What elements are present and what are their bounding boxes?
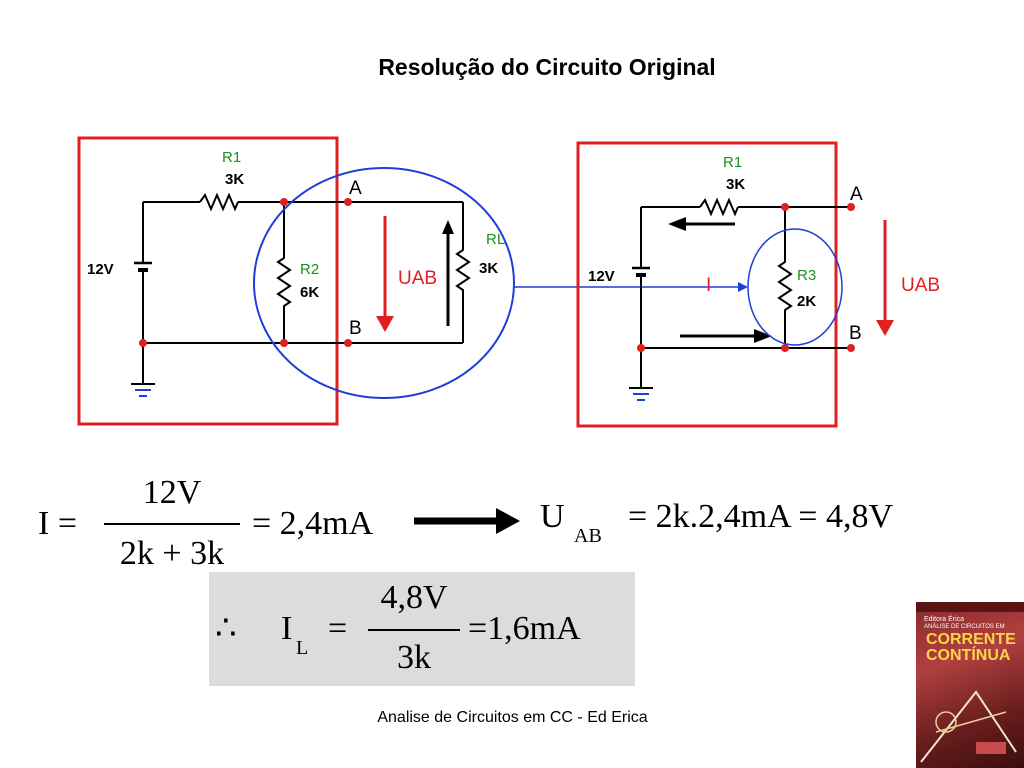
- eq1-lhs: I =: [38, 505, 77, 542]
- left-rl-value: 3K: [479, 260, 498, 277]
- right-current-label: I: [706, 275, 711, 296]
- circuit-diagram: R1 3K R2 6K RL 3K 12V A B UAB R1 3K R3 2…: [77, 136, 940, 428]
- right-r1-resistor: [699, 197, 739, 217]
- right-r1-name: R1: [723, 154, 742, 171]
- eq3-i: I: [281, 610, 293, 647]
- right-r3-resistor: [777, 207, 793, 348]
- left-r2-name: R2: [300, 261, 319, 278]
- left-r1-resistor: [199, 192, 239, 212]
- right-wires: [629, 197, 851, 401]
- left-nodes: [139, 198, 352, 347]
- right-uab-label: UAB: [901, 275, 940, 296]
- eq2-u: U: [540, 498, 565, 535]
- eq3-therefore: ∴: [215, 610, 237, 647]
- left-uab-label: UAB: [398, 268, 437, 289]
- eq1-denominator: 2k + 3k: [119, 535, 225, 572]
- left-blue-circle: [253, 167, 515, 399]
- eq1-rhs: = 2,4mA: [252, 505, 374, 542]
- eq3-fraction-line: [368, 629, 460, 631]
- eq1-numerator: 12V: [142, 474, 202, 511]
- left-r2-resistor: [276, 202, 292, 343]
- left-node-a: A: [349, 178, 362, 199]
- eq3-equals: =: [328, 610, 348, 647]
- implies-arrow: [414, 508, 520, 534]
- left-r2-value: 6K: [300, 284, 319, 301]
- right-r1-value: 3K: [726, 176, 745, 193]
- page-title: Resolução do Circuito Original: [378, 54, 716, 80]
- left-node-b: B: [349, 318, 362, 339]
- book-title: ANÁLISE DE CIRCUITOS EM: [924, 624, 1005, 630]
- book-subtitle: CORRENTE CONTÍNUA: [926, 631, 1016, 664]
- right-frame: [576, 141, 838, 428]
- left-r1-name: R1: [222, 149, 241, 166]
- book-cover-image: Editora Érica ANÁLISE DE CIRCUITOS EM CO…: [916, 602, 1024, 768]
- left-r1-value: 3K: [225, 171, 244, 188]
- right-source-label: 12V: [588, 268, 615, 285]
- eq3-numerator: 4,8V: [380, 579, 448, 616]
- right-node-a: A: [850, 184, 863, 205]
- eq3-rhs: =1,6mA: [468, 610, 581, 647]
- eq3-denominator: 3k: [397, 639, 431, 676]
- left-source-label: 12V: [87, 261, 114, 278]
- footer-caption: Analise de Circuitos em CC - Ed Erica: [377, 709, 648, 726]
- right-blue-circle: [747, 228, 843, 346]
- right-nodes: [637, 203, 855, 352]
- book-cover-art: [916, 602, 1024, 763]
- left-frame: [77, 136, 339, 426]
- eq3-subscript: L: [296, 637, 309, 659]
- right-r3-value: 2K: [797, 293, 816, 310]
- right-r3-name: R3: [797, 267, 816, 284]
- left-rl-resistor: [455, 202, 471, 343]
- book-publisher: Editora Érica: [924, 616, 965, 623]
- right-node-b: B: [849, 323, 862, 344]
- eq1-fraction-line: [104, 523, 240, 525]
- eq2-rhs: = 2k.2,4mA = 4,8V: [628, 498, 894, 535]
- left-rl-name: RL: [486, 231, 505, 248]
- eq2-subscript: AB: [574, 525, 602, 547]
